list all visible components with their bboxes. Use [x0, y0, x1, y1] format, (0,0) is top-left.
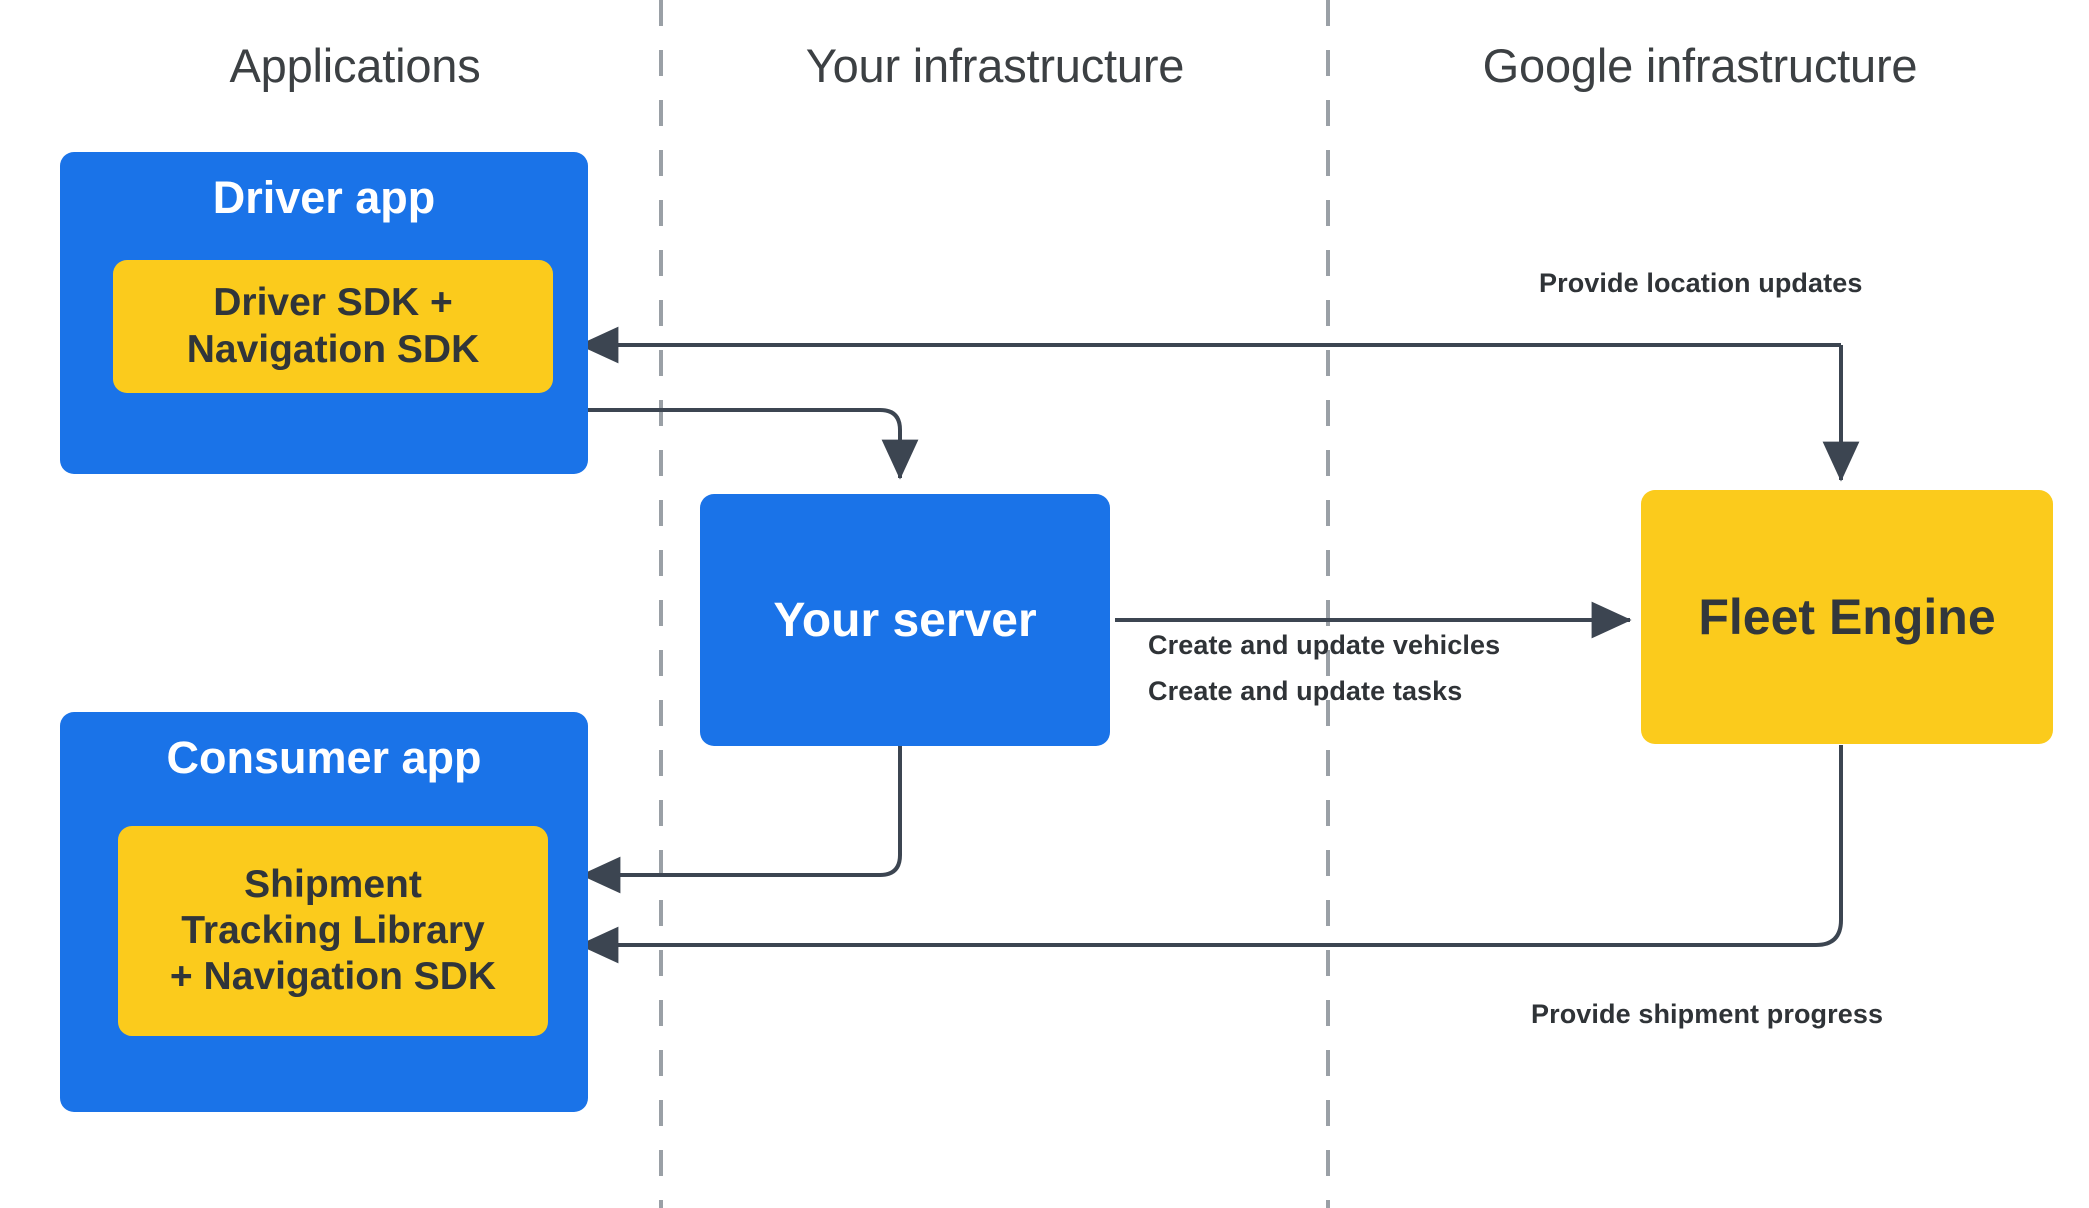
consumer-sdk-line-3: + Navigation SDK: [169, 955, 497, 998]
consumer-app-title: Consumer app: [166, 732, 482, 783]
consumer-sdk-line-2: Tracking Library: [181, 908, 485, 952]
edge-label-provide-shipment-progress: Provide shipment progress: [1531, 999, 1884, 1029]
edge-fleet-engine-to-consumer-sdk: [578, 745, 1843, 964]
driver-app-title: Driver app: [212, 172, 436, 223]
edge-label-create-and-update-tasks: Create and update tasks: [1148, 676, 1463, 706]
edge-driver-app-to-your-server: [549, 391, 919, 480]
node-driver-sdk[interactable]: Driver SDK + Navigation SDK: [113, 260, 553, 393]
node-your-server[interactable]: Your server: [700, 494, 1110, 746]
edge-label-create-and-update-vehicles: Create and update vehicles: [1148, 630, 1501, 660]
consumer-sdk-line-1: Shipment: [244, 862, 422, 906]
your-server-title: Your server: [773, 593, 1037, 647]
column-header-applications: Applications: [229, 39, 481, 92]
edge-your-server-to-consumer-app: [580, 706, 919, 894]
node-shipment-tracking-library[interactable]: Shipment Tracking Library + Navigation S…: [118, 826, 548, 1036]
driver-sdk-line-1: Driver SDK +: [213, 281, 453, 325]
edge-label-provide-location-updates: Provide location updates: [1539, 268, 1863, 298]
column-header-your-infrastructure: Your infrastructure: [805, 39, 1185, 92]
node-fleet-engine[interactable]: Fleet Engine: [1641, 490, 2053, 744]
fleet-engine-title: Fleet Engine: [1698, 589, 1996, 645]
driver-sdk-line-2: Navigation SDK: [186, 327, 480, 371]
column-header-google-infrastructure: Google infrastructure: [1482, 39, 1918, 92]
